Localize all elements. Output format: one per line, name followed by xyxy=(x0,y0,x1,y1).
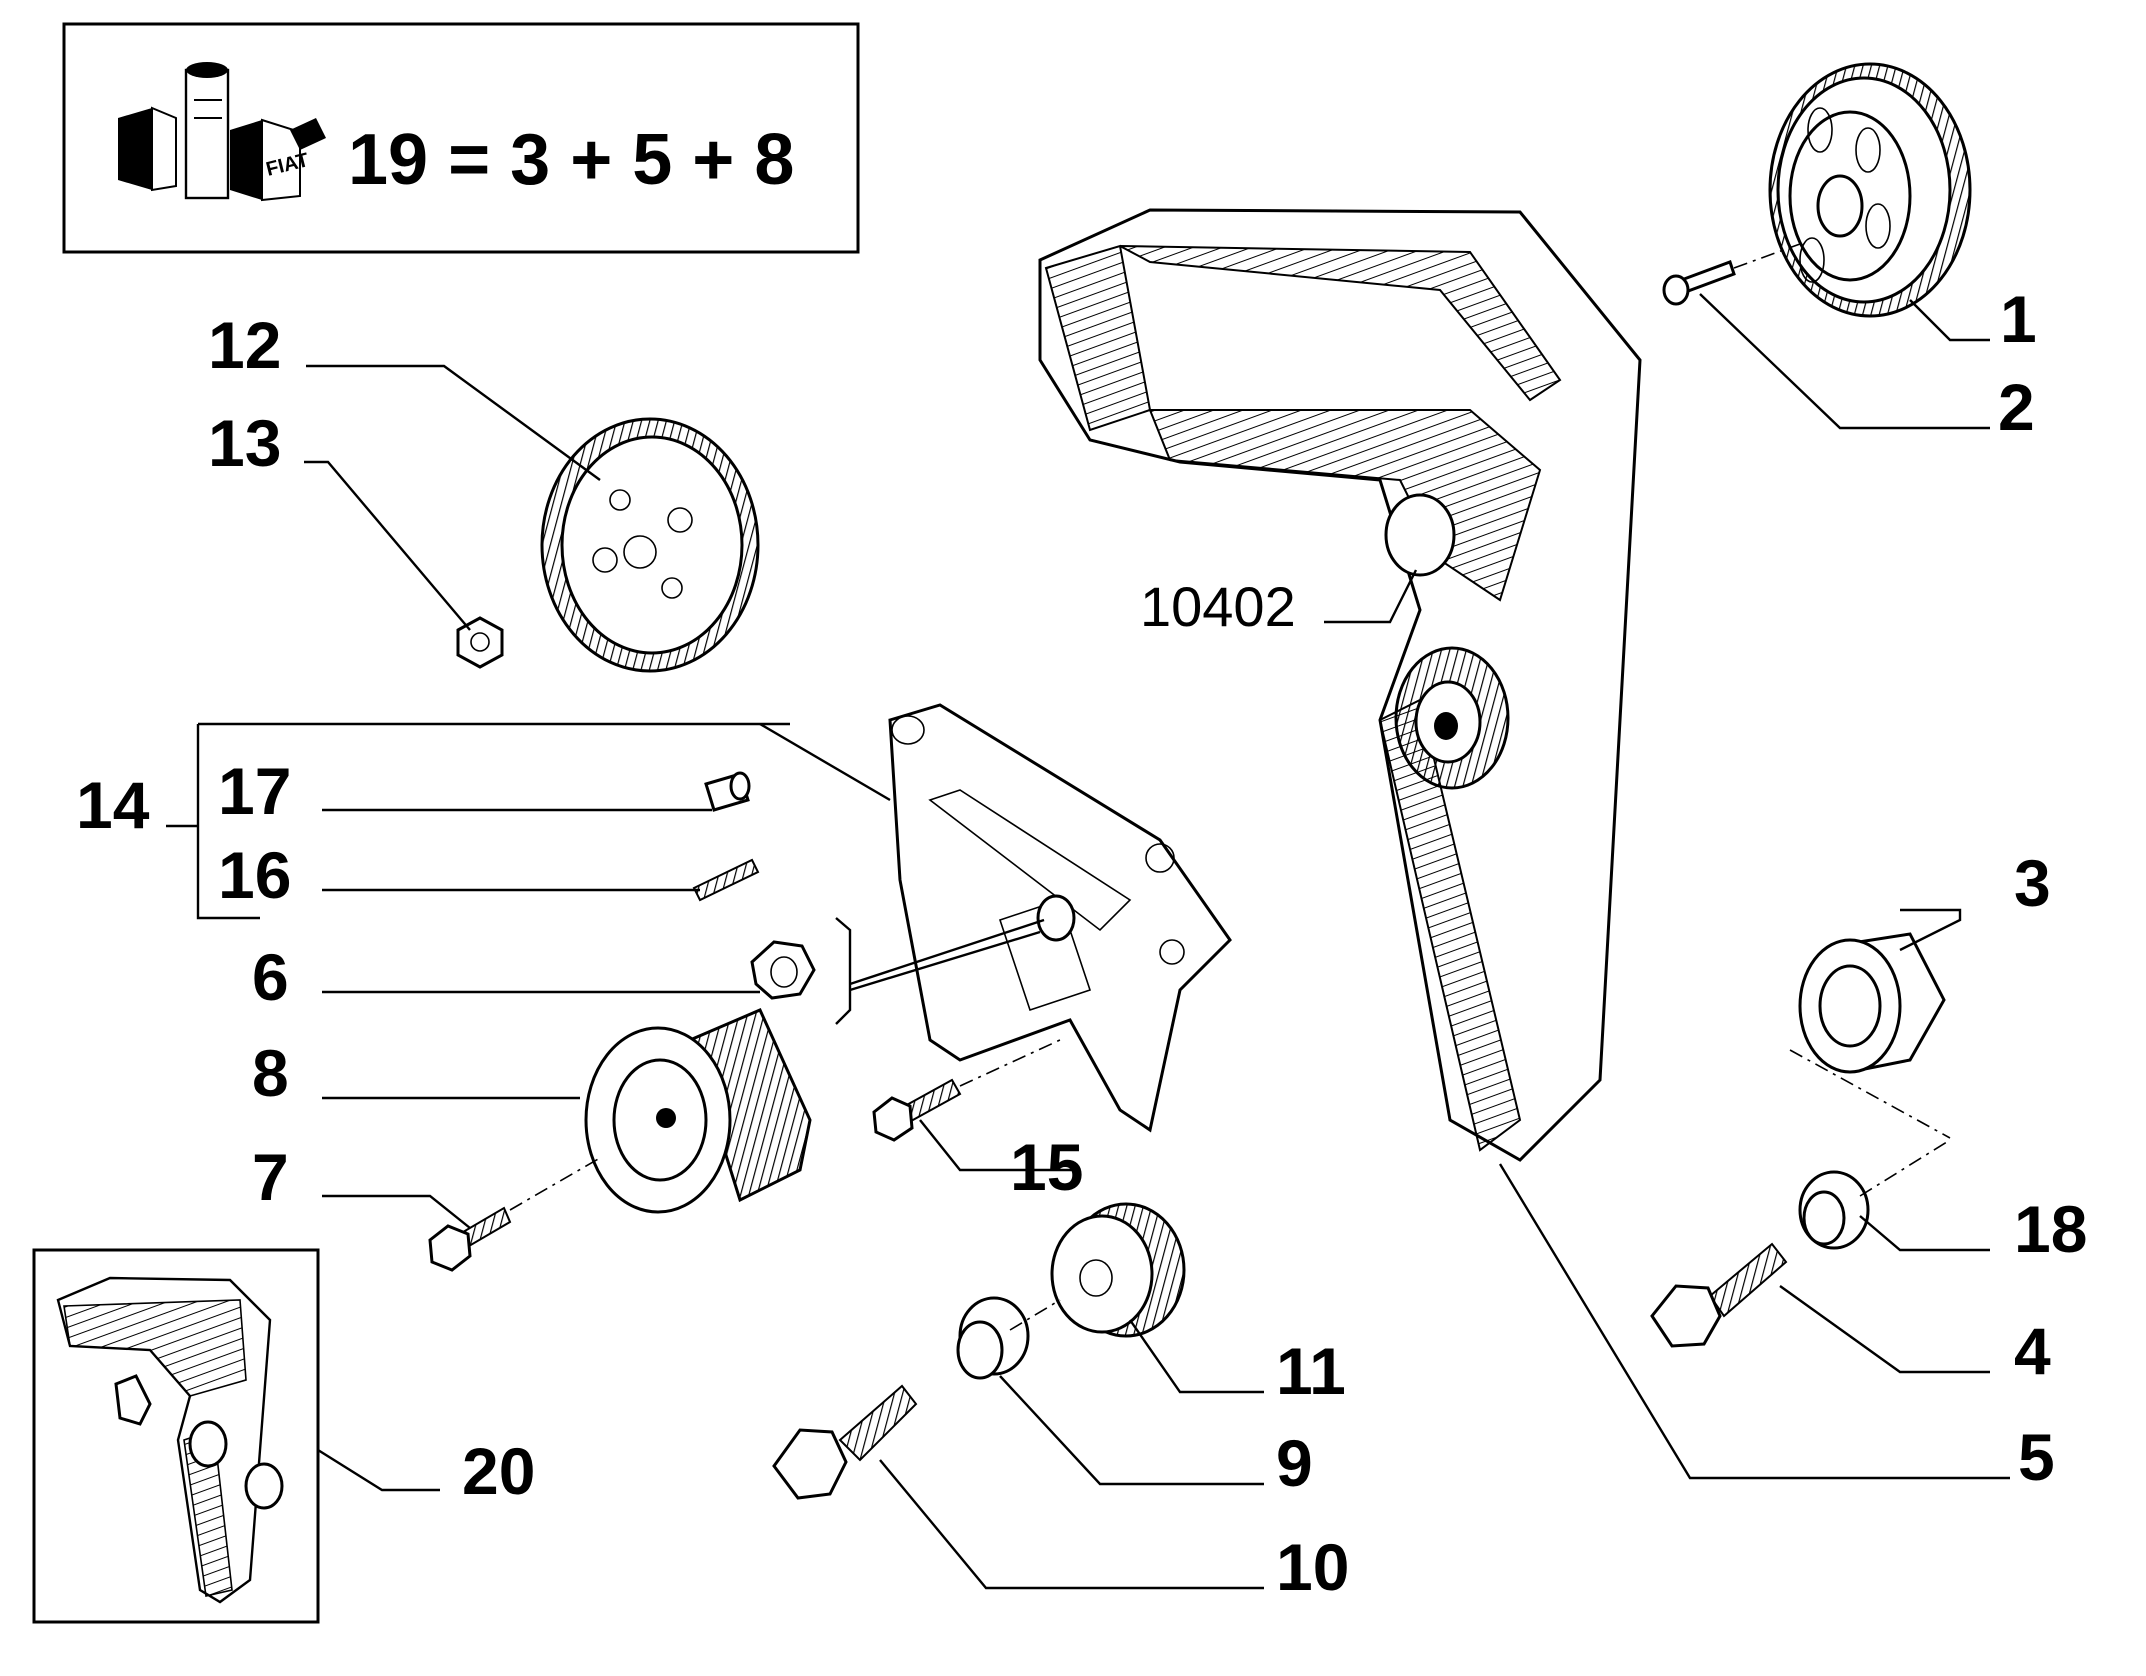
tensioner-bracket xyxy=(888,703,1232,1133)
callout-15: 15 xyxy=(1010,1130,1083,1204)
bolt-part-15 xyxy=(872,1039,1061,1142)
sleeve-part-17 xyxy=(704,771,751,812)
callout-5: 5 xyxy=(2018,1420,2055,1494)
timing-belt xyxy=(1038,208,1642,1162)
nut-part-6 xyxy=(750,940,816,1000)
idler-pulley-part-11 xyxy=(1050,1202,1186,1338)
callout-20: 20 xyxy=(462,1434,535,1508)
kit-composition-formula: 19 = 3 + 5 + 8 xyxy=(348,120,794,200)
callout-6: 6 xyxy=(252,940,289,1014)
formula-box: FIAT 19 = 3 + 5 + 8 xyxy=(62,22,860,254)
inset-overview-part-20 xyxy=(32,1248,320,1624)
stud-part-16 xyxy=(692,858,760,902)
callout-8: 8 xyxy=(252,1036,289,1110)
bolt-part-4 xyxy=(1650,1242,1788,1348)
callout-7: 7 xyxy=(252,1140,289,1214)
tensioner-pulley-part-8 xyxy=(584,1008,812,1214)
camshaft-pulley-part-1 xyxy=(1768,62,1972,318)
belt-part-number-label: 10402 xyxy=(1140,575,1296,638)
callout-13: 13 xyxy=(208,406,281,480)
callout-17: 17 xyxy=(218,754,291,828)
callout-16: 16 xyxy=(218,838,291,912)
leader-lines xyxy=(166,293,2010,1590)
callout-14: 14 xyxy=(76,768,150,842)
callout-labels: 1 2 3 4 5 6 7 8 9 10 11 12 13 14 15 16 1… xyxy=(76,282,2087,1604)
bolt-part-2 xyxy=(1662,243,1801,306)
bolt-part-7 xyxy=(428,1157,601,1272)
fiat-kit-logo-icon: FIAT xyxy=(118,62,326,202)
callout-12: 12 xyxy=(208,308,281,382)
callout-18: 18 xyxy=(2014,1192,2087,1266)
callout-9: 9 xyxy=(1276,1426,1313,1500)
callout-1: 1 xyxy=(2000,282,2037,356)
callout-11: 11 xyxy=(1276,1334,1346,1408)
callout-3: 3 xyxy=(2014,846,2051,920)
spacer-part-18 xyxy=(1798,1139,1951,1250)
pulley-part-12 xyxy=(540,417,760,673)
callout-2: 2 xyxy=(1998,370,2035,444)
callout-10: 10 xyxy=(1276,1530,1349,1604)
bolt-part-10 xyxy=(772,1384,918,1500)
spacer-part-9 xyxy=(956,1296,1061,1380)
roller-part-3 xyxy=(1789,932,1951,1139)
callout-4: 4 xyxy=(2014,1314,2051,1388)
